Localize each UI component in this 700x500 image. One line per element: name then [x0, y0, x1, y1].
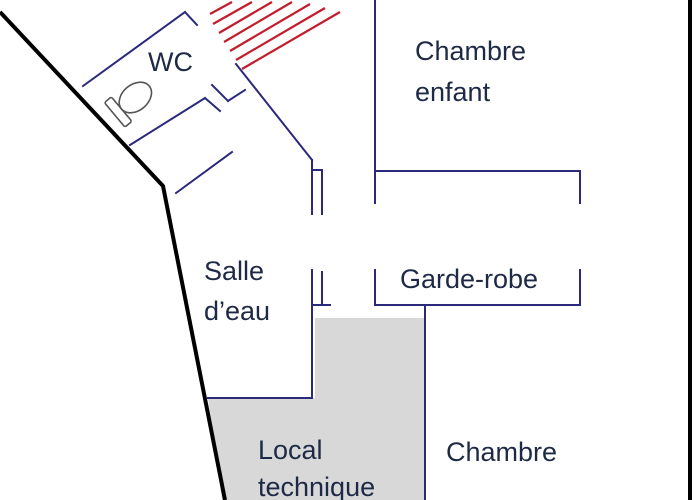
- salle-eau-label-line2: d’eau: [204, 296, 270, 326]
- salle-eau-label-line1: Salle: [204, 256, 264, 286]
- chambre-enfant-label-line2: enfant: [415, 77, 491, 107]
- stairs: [209, 1, 341, 70]
- interior-walls: [81, 0, 581, 500]
- local-technique-label-line1: Local: [258, 435, 323, 465]
- chambre-enfant-label-line1: Chambre: [415, 36, 526, 66]
- chambre-label: Chambre: [446, 437, 557, 467]
- toilet-icon: [104, 81, 153, 128]
- garde-robe-label: Garde-robe: [400, 264, 538, 294]
- wc-label: WC: [148, 47, 193, 77]
- exterior-wall: [0, 10, 227, 500]
- local-technique-label-line2: technique: [258, 472, 375, 500]
- local-technique-area: [208, 318, 425, 500]
